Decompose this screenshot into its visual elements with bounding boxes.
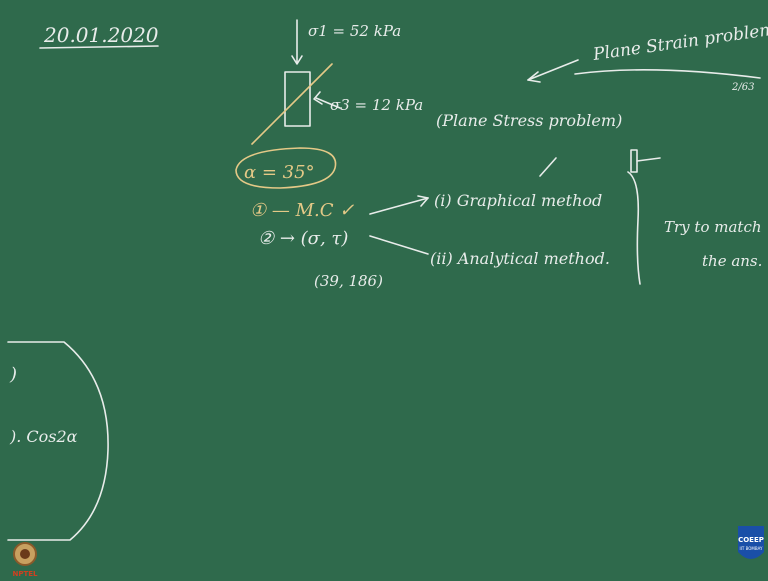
svg-text:COEEP: COEEP [738,536,764,544]
branch-line-upper [369,197,429,215]
svg-text:IIT BOMBAY: IIT BOMBAY [740,546,764,551]
match-line2: the ans. [702,252,762,270]
date-underline [39,45,159,49]
branch-line-lower [369,235,429,255]
sigma3-arrow [315,97,341,109]
date-text: 20.01.2020 [43,23,159,47]
svg-text:): ) [9,364,17,385]
plane-stress-text: (Plane Stress problem) [436,111,622,130]
sigma1-label: σ1 = 52 kPa [308,22,401,40]
failure-plane-line [251,63,333,145]
method2-text: (ii) Analytical method. [430,249,610,268]
step2-text: ② → (σ, τ) [258,228,348,249]
method1-text: (i) Graphical method [434,191,602,210]
svg-text:NPTEL: NPTEL [12,570,38,578]
brace [627,171,641,285]
step1-text: ① — M.C ✓ [250,200,354,221]
alpha-label: α = 35° [244,162,315,183]
cos-text: ). Cos2α [9,427,78,446]
plane-strain-text: Plane Strain problems [591,18,768,65]
stress-element-box [284,71,311,127]
plane-strain-arrow [527,59,579,81]
left-cutoff-shape [7,341,109,541]
alpha-circle [235,147,337,189]
match-line1: Try to match [664,218,762,236]
sigma3-label: σ3 = 12 kPa [330,96,423,114]
page-ref-text: 2/63 [731,82,754,93]
tick-mark [539,157,557,177]
small-element [630,149,638,173]
coords-text: (39, 186) [314,272,383,290]
nptel-logo: NPTEL [10,540,40,578]
plane-strain-underline [574,69,761,79]
coeep-logo: COEEP IIT BOMBAY [736,522,766,566]
